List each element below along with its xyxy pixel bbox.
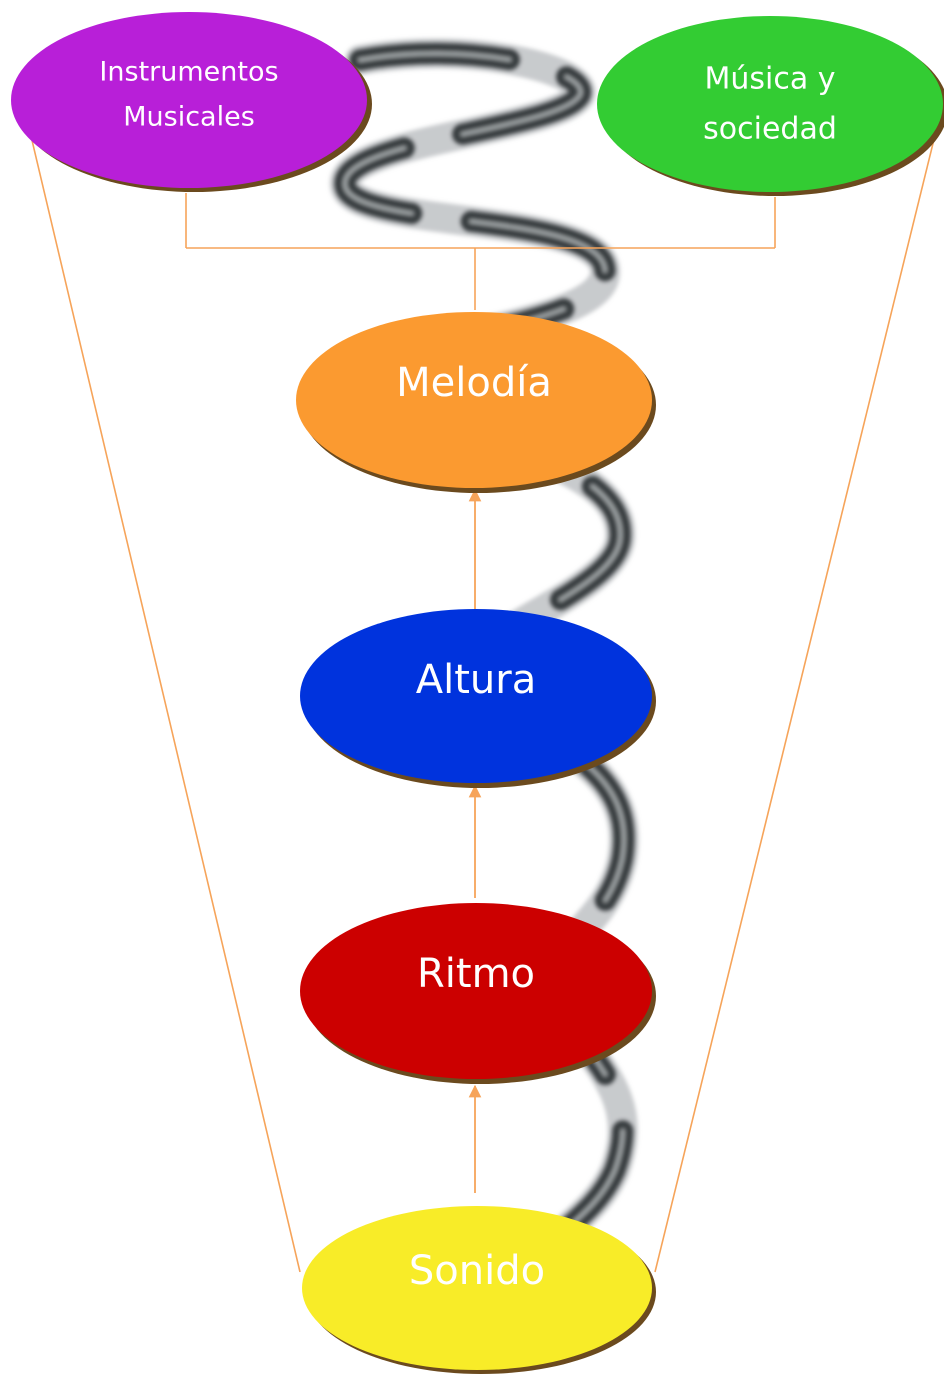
node-ellipse [300,609,652,783]
node-label-line2: sociedad [703,112,837,147]
node-ellipse [11,12,367,188]
node-label-line1: Música y [704,62,835,97]
node-altura: Altura [300,609,656,788]
node-label: Melodía [396,360,552,406]
node-musica-y-sociedad: Música y sociedad [597,16,944,196]
node-ellipse [296,312,652,488]
funnel-right-line [654,114,941,1273]
node-ellipse [597,16,943,192]
node-ritmo: Ritmo [300,903,656,1084]
funnel-left-line [25,114,301,1273]
node-label: Ritmo [417,951,535,997]
top-bracket-connector [185,193,776,310]
node-instrumentos-musicales: Instrumentos Musicales [11,12,372,192]
node-melodia: Melodía [296,312,656,493]
node-ellipse [300,903,652,1079]
node-label: Altura [416,657,536,703]
node-label-line2: Musicales [123,102,255,133]
node-label-line1: Instrumentos [99,57,278,88]
node-label: Sonido [409,1248,545,1294]
node-ellipse [302,1206,652,1370]
node-sonido: Sonido [302,1206,656,1374]
funnel-lines [25,114,941,1273]
